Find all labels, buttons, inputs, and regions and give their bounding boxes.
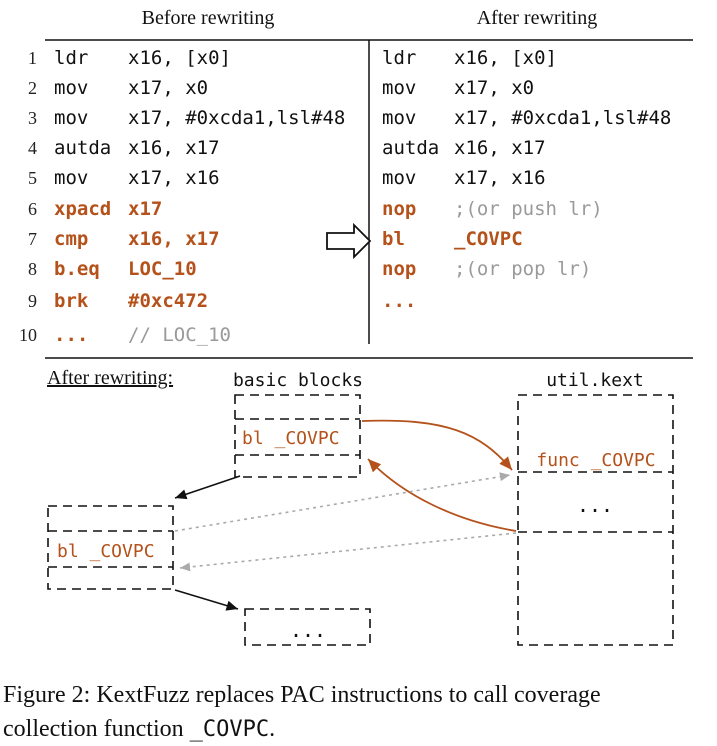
- kext-box: [517, 394, 674, 646]
- after-args: ;(or push lr): [454, 198, 603, 220]
- before-op: b.eq: [54, 258, 100, 280]
- after-header: After rewriting: [477, 7, 598, 29]
- caption-line2-prefix: collection function: [3, 716, 190, 742]
- before-args: x17: [128, 198, 162, 220]
- flow-arrow-block2-to-block3: [174, 589, 239, 611]
- diagram-section-label: After rewriting:: [47, 367, 173, 389]
- after-code-listing: ldr x16, [x0] mov x17, x0 mov x17, #0xcda1,ls…: [382, 47, 671, 312]
- before-args: #0xc472: [128, 290, 208, 312]
- after-op: ...: [382, 290, 416, 312]
- line-number: 2: [28, 78, 37, 98]
- before-op: ...: [54, 324, 88, 346]
- caption-line2-suffix: .: [269, 716, 275, 742]
- block1-call: bl _COVPC: [242, 428, 340, 449]
- before-op: cmp: [54, 228, 88, 250]
- line-number: 4: [28, 138, 37, 158]
- after-args: x16, [x0]: [454, 47, 557, 69]
- caption-line1: Figure 2: KextFuzz replaces PAC instruct…: [3, 682, 601, 708]
- caption-code: _COVPC: [190, 717, 269, 742]
- after-op: mov: [382, 107, 416, 129]
- line-number: 1: [28, 48, 37, 68]
- line-number: 8: [28, 259, 37, 279]
- before-code-listing: 1 ldr x16, [x0] 2 mov x17, x0 3 mov x17, #0xcda1…: [19, 47, 345, 346]
- before-args: x17, x0: [128, 77, 208, 99]
- basic-block-2: [47, 505, 174, 590]
- after-op: nop: [382, 258, 416, 280]
- kext-func: func _COVPC: [536, 450, 655, 471]
- before-op: mov: [54, 167, 88, 189]
- after-args: x16, x17: [454, 137, 546, 159]
- before-args: x16, [x0]: [128, 47, 231, 69]
- caption-line2: collection function _COVPC.: [3, 716, 275, 742]
- rewrite-arrow-icon: [326, 222, 372, 260]
- after-args: _COVPC: [454, 228, 523, 250]
- after-args: x17, x0: [454, 77, 534, 99]
- after-op: nop: [382, 198, 416, 220]
- line-number: 10: [19, 325, 37, 345]
- before-args: x17, x16: [128, 167, 220, 189]
- after-args: x17, #0xcda1,lsl#48: [454, 107, 671, 129]
- line-number: 6: [28, 199, 37, 219]
- line-number: 7: [28, 229, 37, 249]
- before-args: // LOC_10: [128, 324, 231, 346]
- after-op: mov: [382, 77, 416, 99]
- call-arrow-block1-to-covpc: [361, 419, 513, 471]
- before-op: autda: [54, 137, 111, 159]
- return-arrow-covpc-to-block1: [367, 458, 517, 532]
- before-op: ldr: [54, 47, 88, 69]
- after-op: autda: [382, 137, 439, 159]
- before-args: x17, #0xcda1,lsl#48: [128, 107, 345, 129]
- after-op: mov: [382, 167, 416, 189]
- before-op: mov: [54, 77, 88, 99]
- call-arrow-block2-to-covpc: [174, 472, 511, 532]
- block2-call: bl _COVPC: [57, 541, 155, 562]
- line-number: 3: [28, 108, 37, 128]
- before-args: x16, x17: [128, 137, 220, 159]
- before-op: mov: [54, 107, 88, 129]
- kext-label: util.kext: [546, 370, 644, 391]
- after-op: ldr: [382, 47, 416, 69]
- after-args: x17, x16: [454, 167, 546, 189]
- kext-ellipsis: ...: [577, 493, 613, 517]
- basic-blocks-label: basic blocks: [233, 370, 363, 391]
- line-number: 5: [28, 168, 37, 188]
- flow-arrow-block1-to-block2: [174, 475, 241, 500]
- return-arrow-covpc-to-block2: [179, 532, 517, 572]
- block3-ellipsis: ...: [290, 618, 326, 642]
- before-args: x16, x17: [128, 228, 220, 250]
- before-header: Before rewriting: [142, 7, 275, 29]
- before-op: xpacd: [54, 198, 111, 220]
- basic-block-3: [244, 608, 371, 646]
- before-args: LOC_10: [128, 258, 197, 280]
- after-op: bl: [382, 228, 405, 250]
- basic-block-1: [234, 394, 361, 478]
- before-op: brk: [54, 290, 89, 312]
- line-number: 9: [28, 291, 37, 311]
- after-args: ;(or pop lr): [454, 258, 591, 280]
